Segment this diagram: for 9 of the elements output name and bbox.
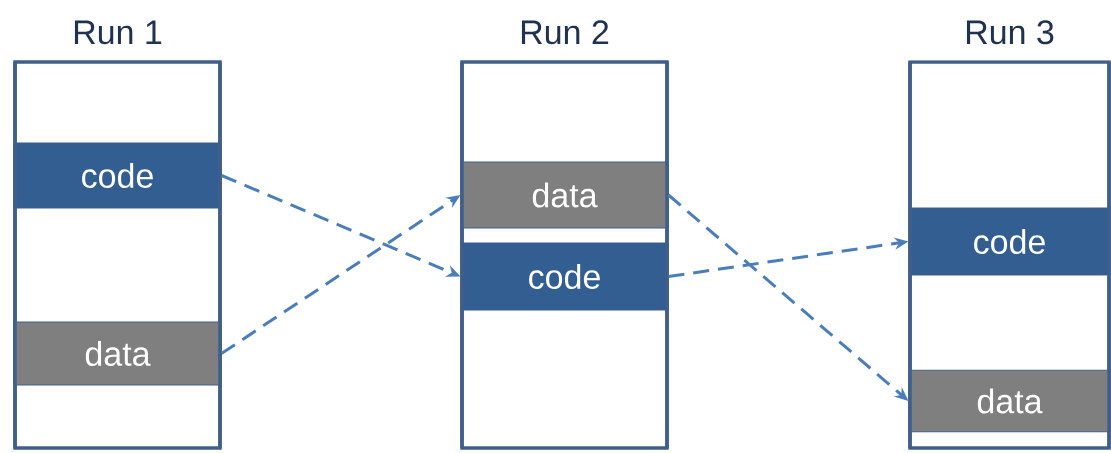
memory-block: code xyxy=(908,207,1111,276)
column-title: Run 2 xyxy=(521,20,609,45)
column-title: Run 3 xyxy=(966,20,1054,45)
memory-block: code xyxy=(13,142,222,209)
column-title: Run 1 xyxy=(74,20,162,45)
memory-block: code xyxy=(460,242,669,311)
memory-block: data xyxy=(13,321,222,386)
memory-block: data xyxy=(460,161,669,229)
memory-block: data xyxy=(908,369,1111,433)
